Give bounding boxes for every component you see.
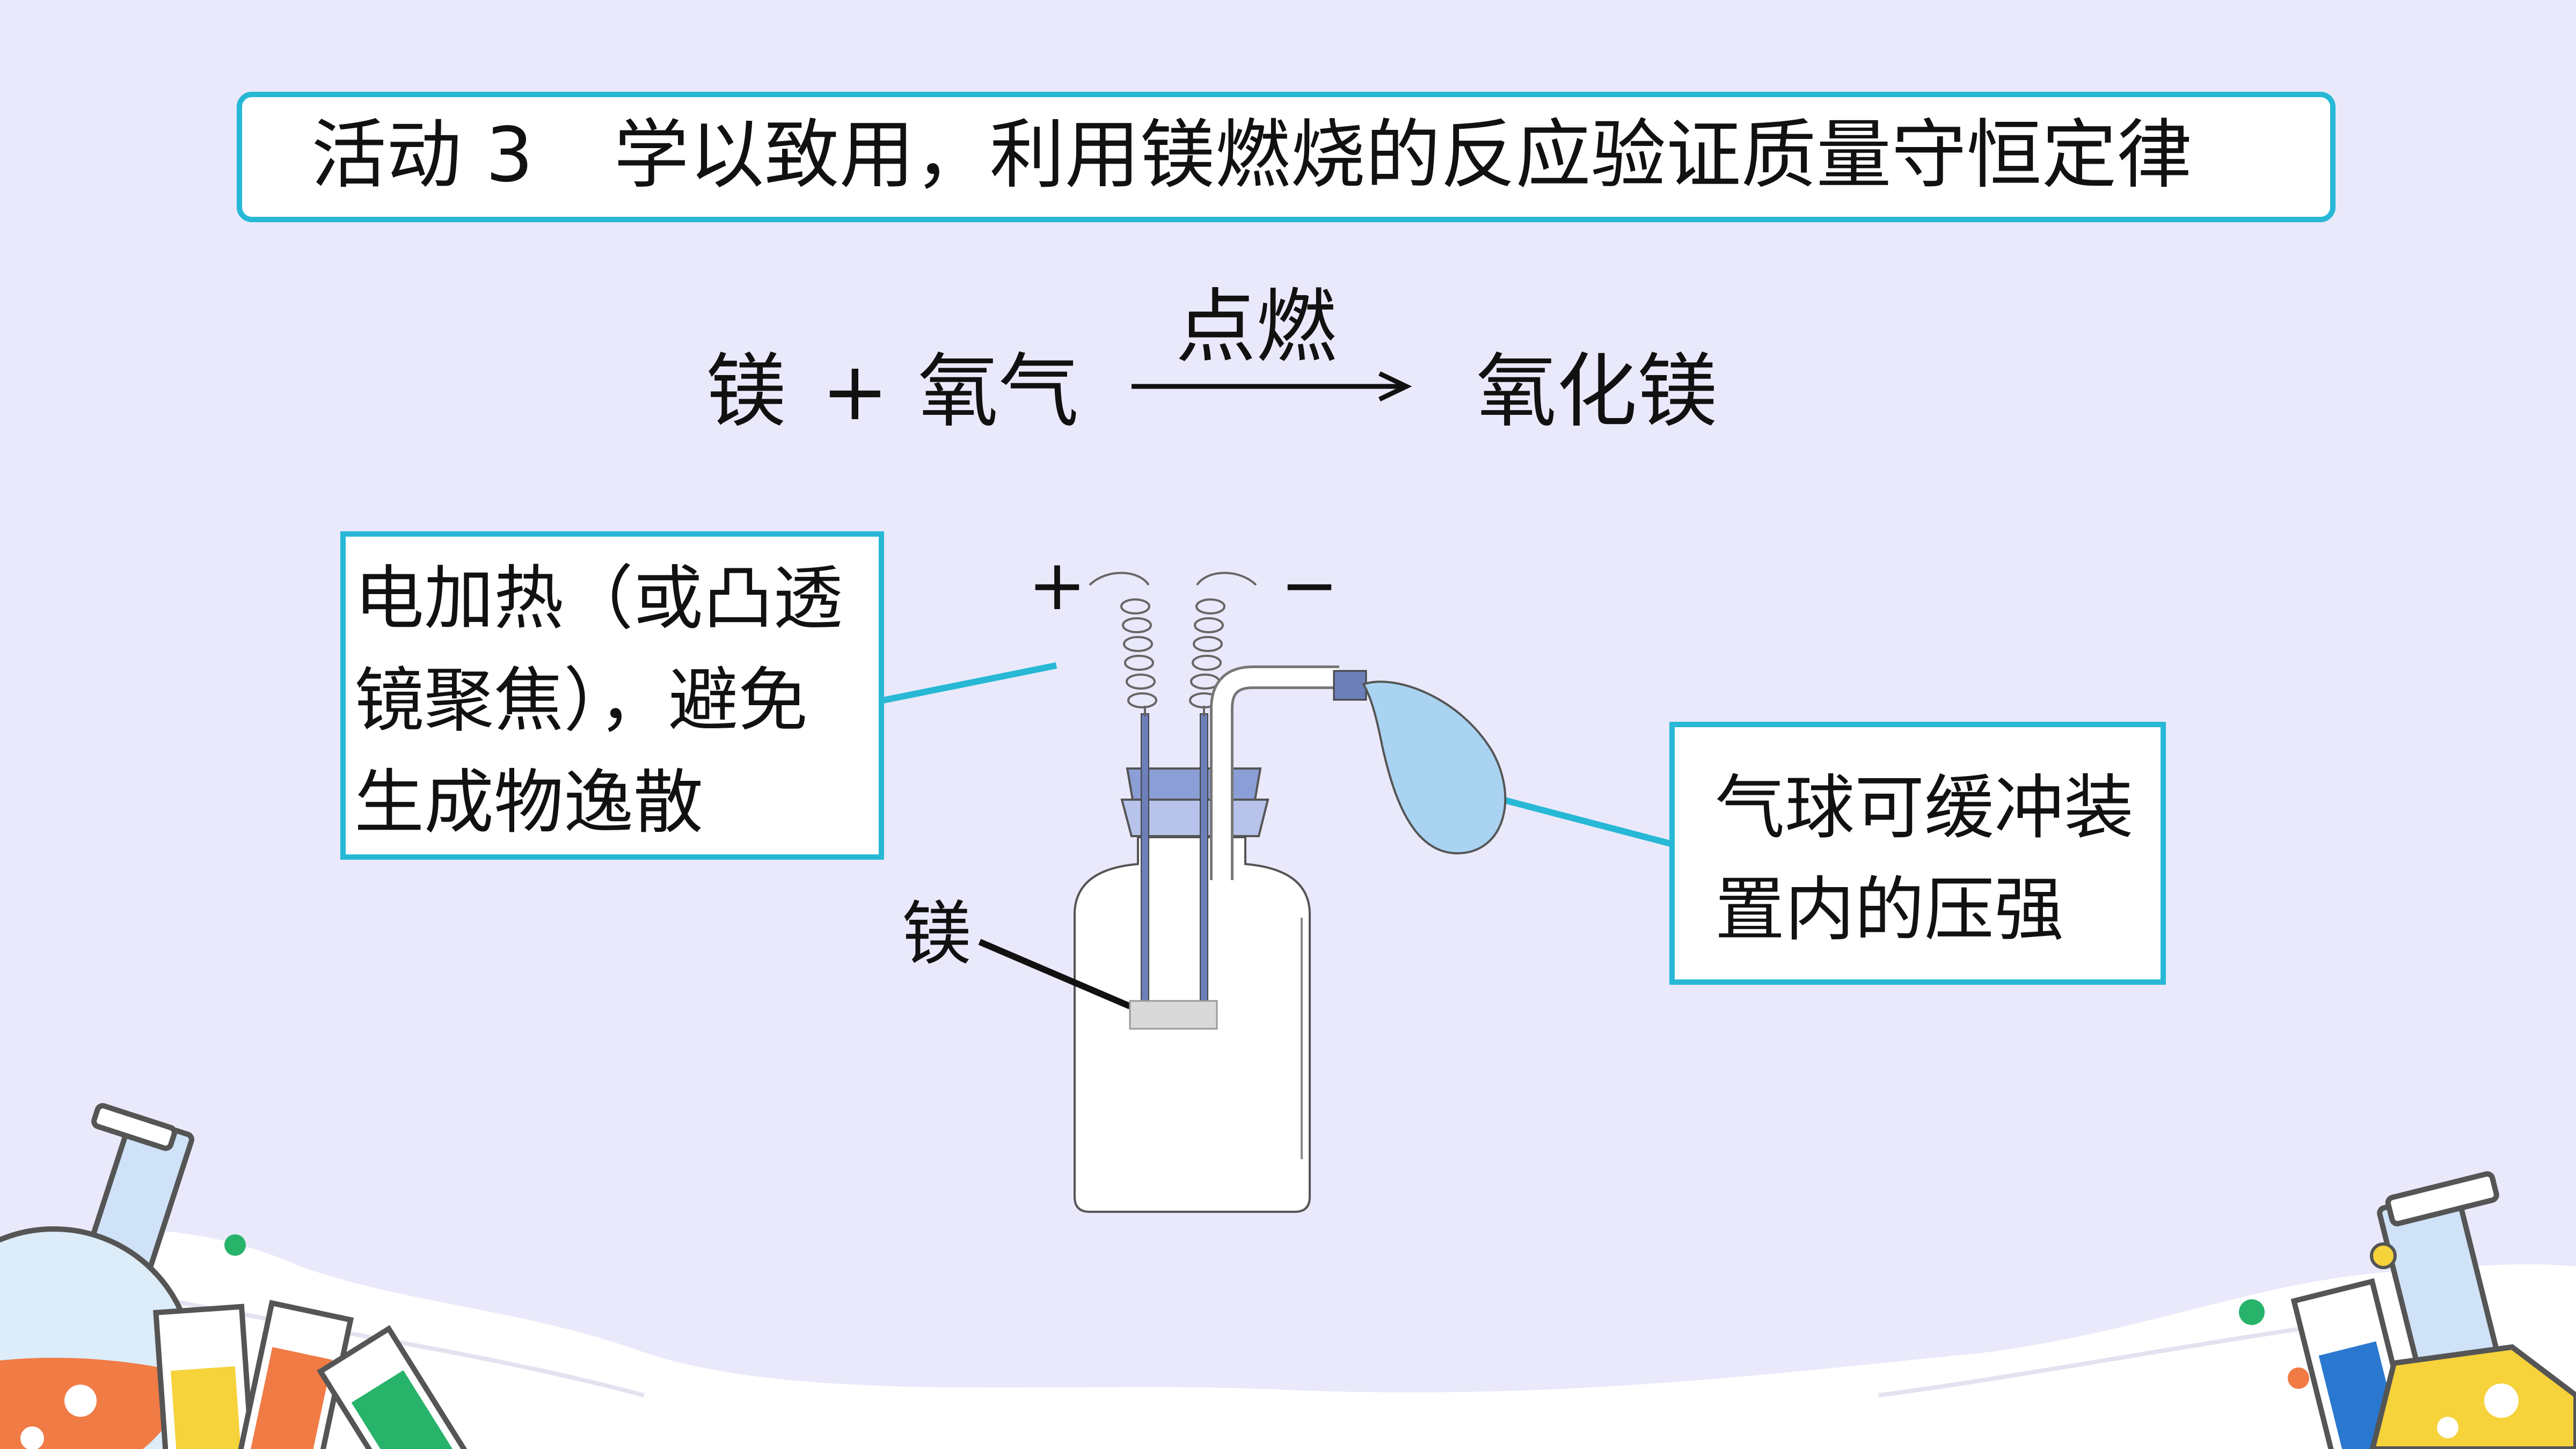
activity-number: 活动 3: [311, 112, 534, 199]
page-title: 活动 3 学以致用，利用镁燃烧的反应验证质量守恒定律: [311, 107, 2192, 204]
glass-tube: [1210, 665, 1367, 880]
plus-sign: +: [821, 345, 889, 438]
reactant-oxygen: 氧气: [918, 345, 1079, 438]
reaction-arrow-icon: [1132, 371, 1412, 402]
magnesium-leader: [978, 939, 1132, 1009]
electrode-coils: [1089, 572, 1257, 716]
positive-terminal-label: +: [1028, 544, 1086, 626]
callout-balloon-line-2: 置内的压强: [1715, 869, 2064, 950]
right-flask-icon: [2369, 1171, 2576, 1449]
activity-title: 学以致用，利用镁燃烧的反应验证质量守恒定律: [614, 112, 2192, 199]
callout-heating-leader: [882, 662, 1057, 704]
callout-balloon-text: 气球可缓冲装 置内的压强: [1715, 757, 2134, 961]
callout-heating-line-3: 生成物逸散: [354, 762, 704, 843]
left-flask-icon: [0, 1103, 196, 1449]
callout-heating-line-2: 镜聚焦），避免: [354, 660, 808, 741]
negative-terminal-label: −: [1280, 544, 1339, 626]
product-magnesium-oxide: 氧化镁: [1476, 345, 1718, 438]
callout-heating-line-1: 电加热（或凸透: [354, 558, 843, 639]
callout-balloon: [1669, 722, 2166, 985]
bubble-orange-right: [2288, 1367, 2309, 1389]
magnesium-label: 镁: [902, 893, 972, 975]
callout-heating: [340, 531, 884, 860]
bubble-green-left: [224, 1234, 246, 1256]
callout-heating-text: 电加热（或凸透 镜聚焦），避免 生成物逸散: [354, 547, 843, 853]
title-box: [237, 92, 2336, 222]
magnesium-strip: [1129, 1000, 1218, 1030]
bubble-yellow-right: [2370, 1242, 2397, 1269]
reactant-magnesium: 镁: [706, 345, 787, 438]
callout-balloon-line-1: 气球可缓冲装: [1715, 767, 2134, 848]
reaction-condition: 点燃: [1176, 281, 1337, 374]
left-test-tubes-icon: [153, 1300, 472, 1449]
balloon-icon: [1362, 680, 1507, 855]
bubble-green-right: [2239, 1299, 2265, 1325]
